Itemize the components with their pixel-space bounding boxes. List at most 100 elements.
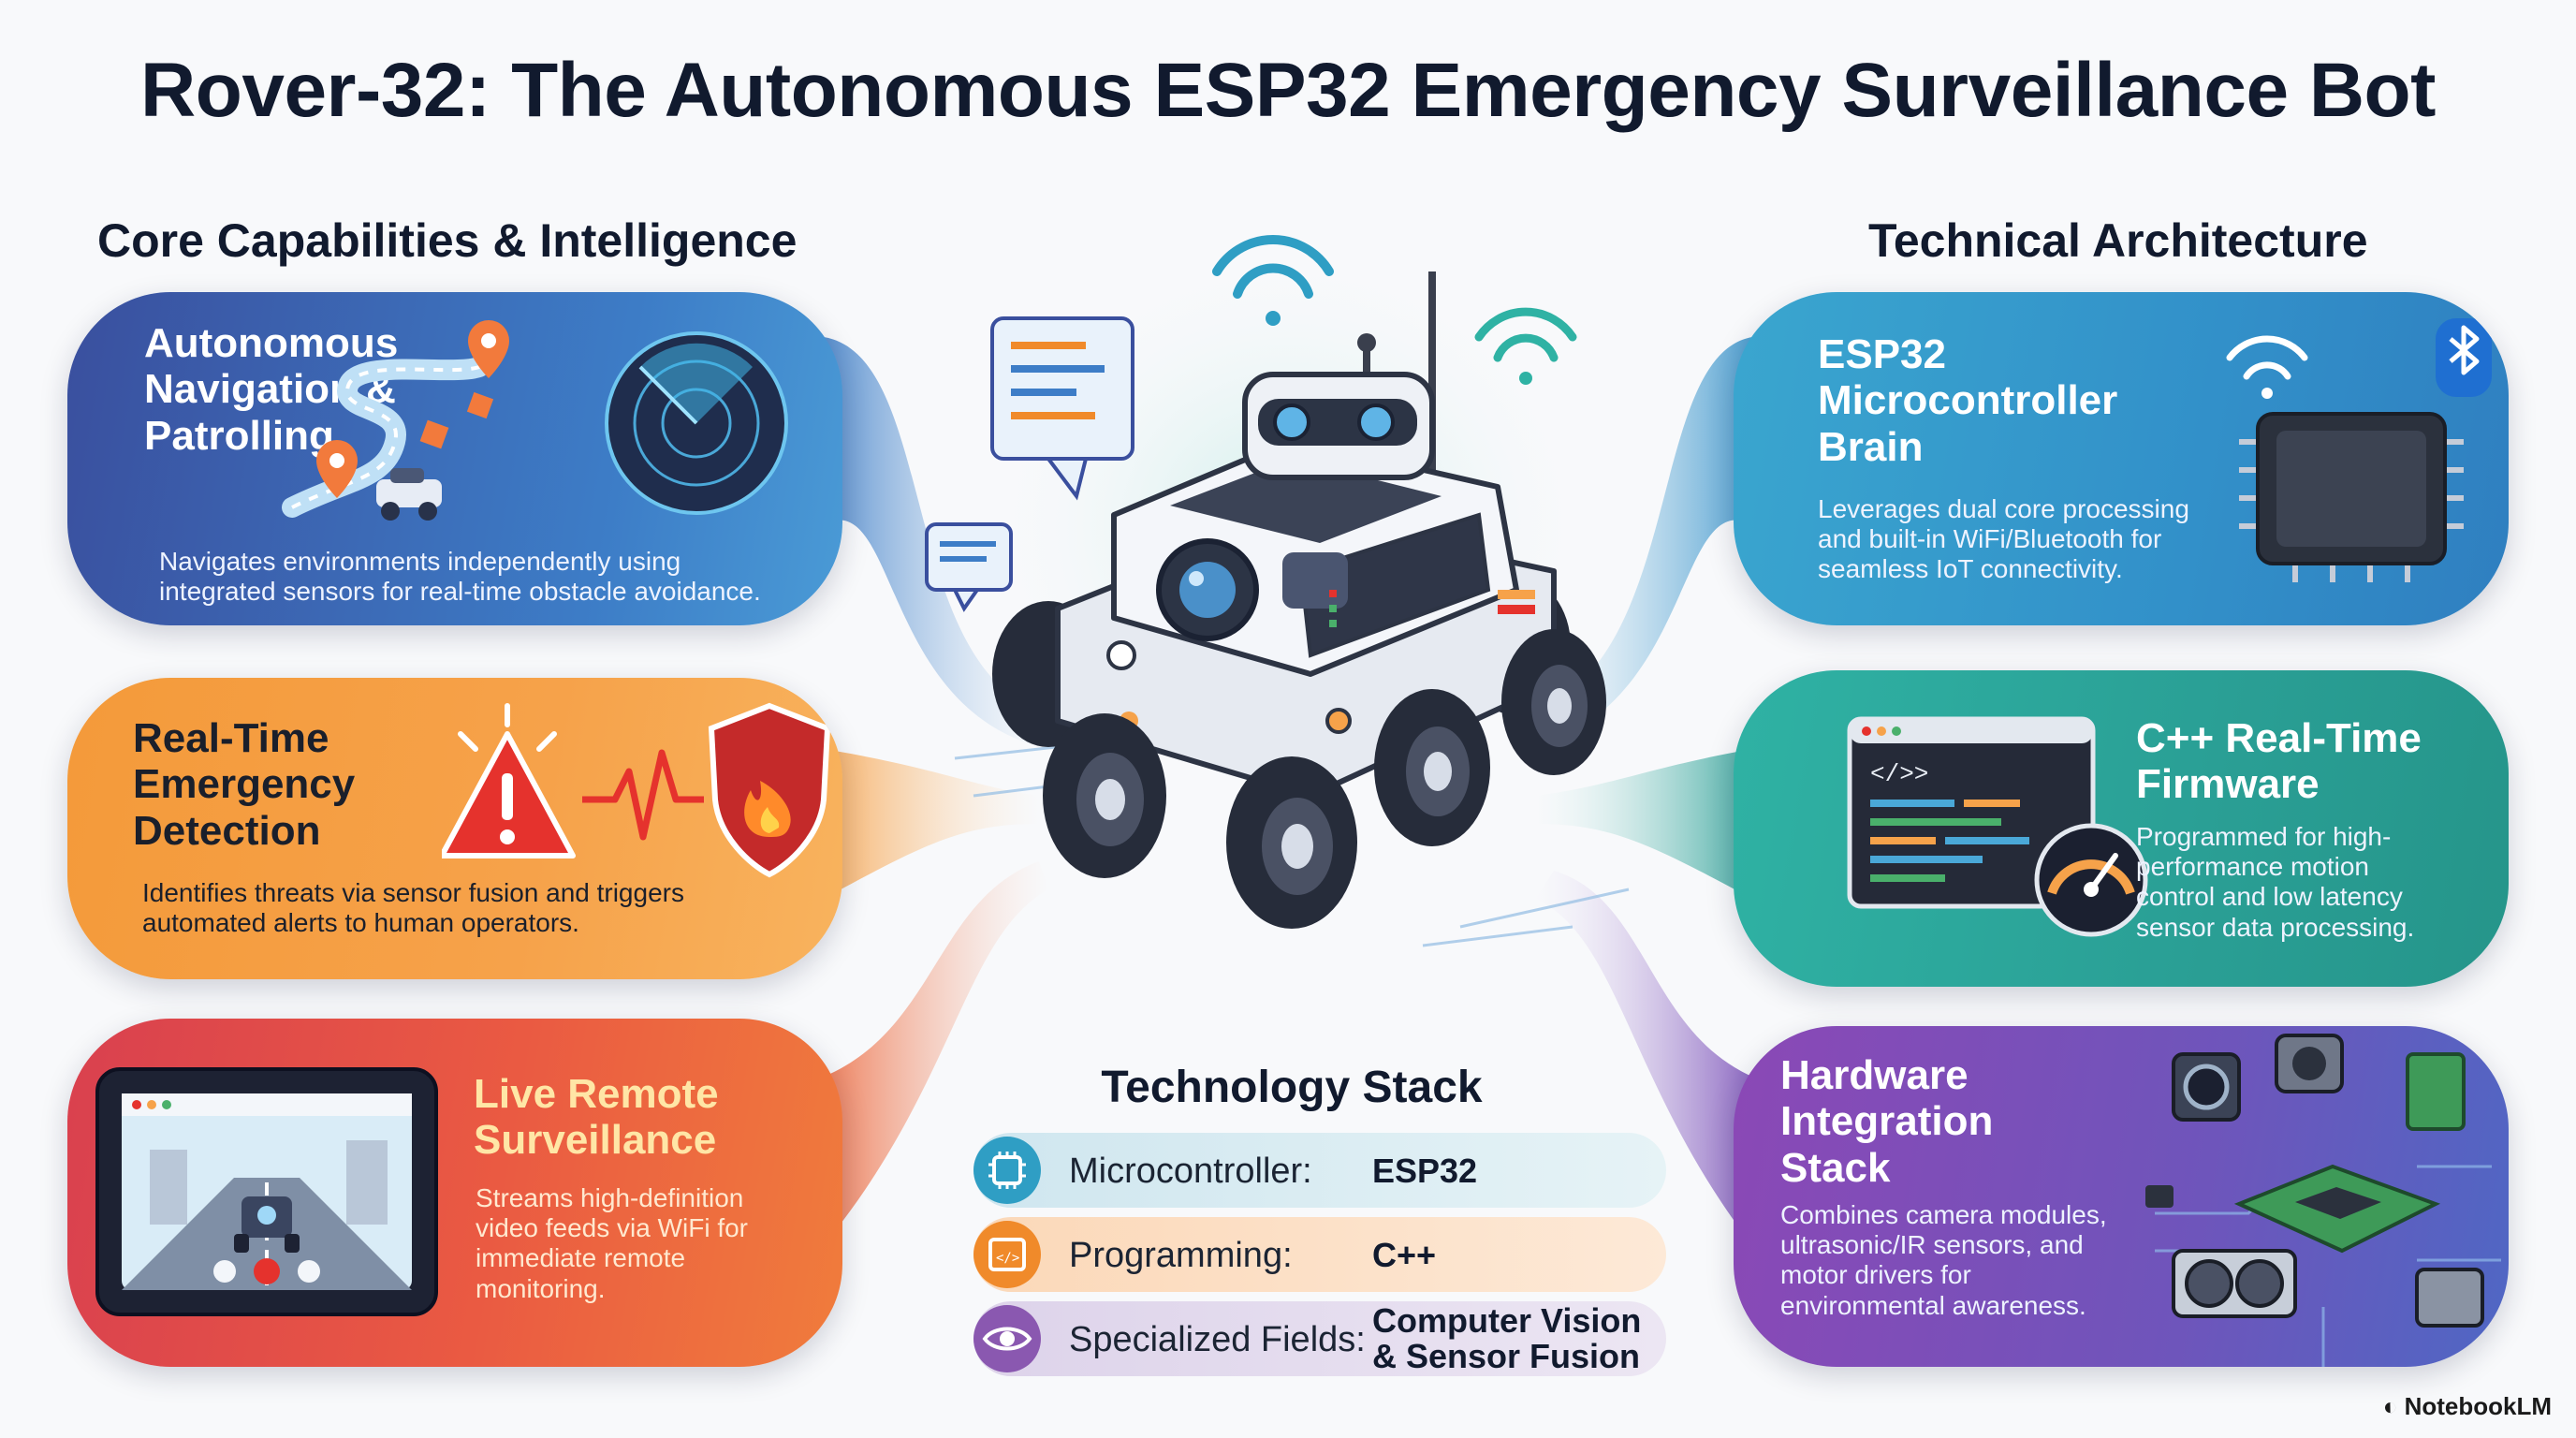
rover-robot-icon <box>925 235 1630 947</box>
title-line: Hardware <box>1780 1052 1969 1098</box>
title-line: C++ Real-Time <box>2136 715 2422 761</box>
desc-line: environmental awareness. <box>1780 1290 2086 1320</box>
title-line: ESP32 <box>1818 331 1946 377</box>
fire-shield-icon <box>708 702 831 878</box>
title-line: Detection <box>133 807 321 854</box>
hardware-illustration <box>2145 1034 2501 1367</box>
card-description: Leverages dual core processing and built… <box>1818 494 2189 585</box>
tech-stack-row-programming: </> Programming: C++ <box>973 1217 1666 1292</box>
navigation-path-illustration <box>282 320 509 521</box>
emergency-illustration <box>442 702 831 878</box>
stack-value: C++ <box>1372 1238 1436 1273</box>
stack-label: Microcontroller: <box>1069 1152 1312 1191</box>
title-line: Real-Time <box>133 715 329 761</box>
desc-line: Combines camera modules, <box>1780 1200 2107 1229</box>
title-line: Firmware <box>2136 761 2320 808</box>
desc-line: video feeds via WiFi for <box>476 1213 748 1243</box>
warning-triangle-icon <box>442 703 576 858</box>
card-emergency-detection: Real-Time Emergency Detection Identifies… <box>67 678 842 979</box>
bluetooth-icon <box>2436 318 2492 397</box>
value-line: C++ <box>1372 1236 1437 1274</box>
desc-line: control and low latency <box>2136 882 2403 912</box>
map-pin-icon <box>316 440 358 498</box>
card-description: Combines camera modules, ultrasonic/IR s… <box>1780 1200 2107 1321</box>
message-bubble-icon <box>925 522 1013 612</box>
card-title: C++ Real-Time Firmware <box>2136 715 2422 808</box>
page-title: Rover-32: The Autonomous ESP32 Emergency… <box>140 48 2436 133</box>
value-line: Computer Vision <box>1372 1301 1642 1340</box>
camera-module-icon <box>2172 1034 2344 1122</box>
desc-line: ultrasonic/IR sensors, and <box>1780 1230 2084 1260</box>
stack-label: Programming: <box>1069 1236 1293 1275</box>
card-hardware-integration: Hardware Integration Stack Combines came… <box>1734 1026 2509 1367</box>
desc-line: performance motion <box>2136 852 2370 882</box>
desc-line: Programmed for high- <box>2136 822 2392 851</box>
card-description: Identifies threats via sensor fusion and… <box>142 878 684 938</box>
wifi-signal-icon <box>1474 307 1577 385</box>
microchip-icon <box>2239 412 2464 582</box>
desc-line: seamless IoT connectivity. <box>1818 554 2123 584</box>
notebooklm-badge: ◐ NotebookLM <box>2383 1392 2552 1421</box>
card-title: Autonomous Navigation & Patrolling <box>144 320 398 459</box>
title-line: Autonomous <box>144 320 399 366</box>
desc-line: integrated sensors for real-time obstacl… <box>159 577 761 607</box>
title-line: Integration <box>1780 1098 1994 1145</box>
wifi-signal-icon <box>1212 235 1334 326</box>
card-esp32-brain: ESP32 Microcontroller Brain Leverages du… <box>1734 292 2509 625</box>
notebook-logo-icon: ◐ <box>2382 1392 2405 1420</box>
card-title: Hardware Integration Stack <box>1780 1052 1993 1191</box>
desc-line: monitoring. <box>476 1273 606 1303</box>
desc-line: immediate remote <box>476 1243 686 1273</box>
code-icon: </> <box>973 1221 1041 1288</box>
desc-line: and built-in WiFi/Bluetooth for <box>1818 524 2162 554</box>
technical-architecture-heading: Technical Architecture <box>1868 214 2368 267</box>
desc-line: Leverages dual core processing <box>1818 494 2189 523</box>
heartbeat-pulse-icon <box>582 749 704 841</box>
title-line: Stack <box>1780 1144 1891 1191</box>
badge-text: NotebookLM <box>2404 1392 2552 1420</box>
title-line: Emergency <box>133 761 356 808</box>
card-title: Live Remote Surveillance <box>474 1071 719 1164</box>
eye-icon <box>973 1305 1041 1372</box>
stack-value: ESP32 <box>1372 1153 1477 1189</box>
desc-line: Navigates environments independently usi… <box>159 547 681 576</box>
desc-line: Identifies threats via sensor fusion and… <box>142 878 684 907</box>
core-capabilities-heading: Core Capabilities & Intelligence <box>97 214 798 267</box>
radar-icon <box>605 331 788 515</box>
tablet-video-feed-icon <box>95 1067 438 1316</box>
map-pin-icon <box>468 320 509 378</box>
card-live-surveillance: Live Remote Surveillance Streams high-de… <box>67 1019 842 1367</box>
code-window-icon: </>> <box>1847 716 2148 937</box>
card-autonomous-navigation: Autonomous Navigation & Patrolling Navig… <box>67 292 842 625</box>
desc-line: sensor data processing. <box>2136 912 2415 942</box>
tech-stack-row-microcontroller: Microcontroller: ESP32 <box>973 1133 1666 1208</box>
title-line: Patrolling <box>144 412 334 459</box>
card-title: Real-Time Emergency Detection <box>133 715 355 854</box>
svg-text:</>>: </>> <box>1870 760 1928 788</box>
ultrasonic-sensor-icon <box>2172 1249 2297 1318</box>
stack-label: Specialized Fields: <box>1069 1320 1366 1359</box>
value-line: ESP32 <box>1372 1152 1478 1190</box>
card-description: Streams high-definition video feeds via … <box>476 1183 748 1304</box>
speedometer-icon <box>2034 823 2148 937</box>
desc-line: motor drivers for <box>1780 1260 1971 1290</box>
title-line: Microcontroller <box>1818 377 2118 424</box>
circuit-board-icon <box>2233 1164 2441 1254</box>
card-cpp-firmware: </>> C++ Real-Time Firmware Programmed f… <box>1734 670 2509 987</box>
stack-value: Computer Vision & Sensor Fusion <box>1372 1303 1641 1374</box>
title-line: Live Remote <box>474 1071 719 1117</box>
title-line: Surveillance <box>474 1117 717 1164</box>
value-line: & Sensor Fusion <box>1372 1336 1641 1375</box>
desc-line: Streams high-definition <box>476 1183 744 1212</box>
desc-line: automated alerts to human operators. <box>142 908 579 938</box>
microchip-illustration <box>2226 318 2492 582</box>
svg-text:</>: </> <box>996 1251 1019 1266</box>
code-bubble-icon <box>990 316 1134 501</box>
rover-car-icon <box>376 468 442 521</box>
wifi-icon <box>2226 335 2308 399</box>
tech-stack-title: Technology Stack <box>1101 1063 1483 1112</box>
tech-stack-row-specialized-fields: Specialized Fields: Computer Vision & Se… <box>973 1301 1666 1376</box>
rover-wheels <box>1043 629 1606 929</box>
card-description: Programmed for high- performance motion … <box>2136 822 2414 943</box>
